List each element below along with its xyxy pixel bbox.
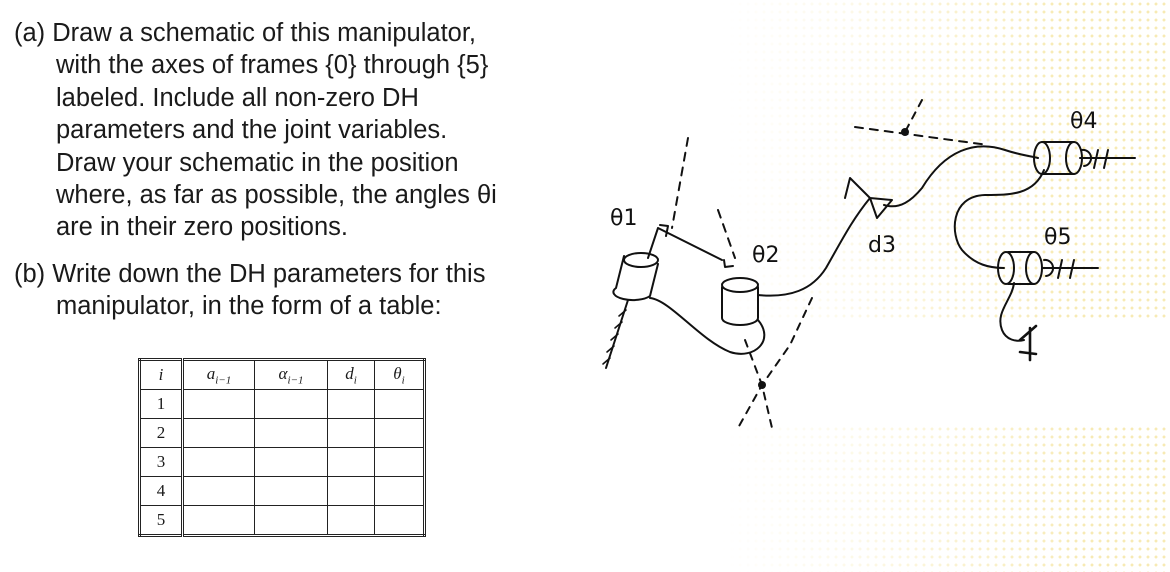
cell-alpha[interactable]: [254, 389, 328, 419]
header-i: i: [139, 359, 184, 390]
header-alpha: αi−1: [254, 359, 328, 390]
cell-d[interactable]: [327, 476, 375, 506]
gripper: [1018, 324, 1038, 362]
joint5-rotation-arc: [1043, 258, 1055, 277]
joint5-axis-ticks: [1041, 259, 1099, 279]
question-a-line: are in their zero positions.: [56, 213, 348, 242]
question-a-line: with the axes of frames {0} through {5}: [56, 51, 489, 80]
cell-theta[interactable]: [374, 389, 425, 419]
cell-alpha[interactable]: [254, 505, 328, 536]
cell-theta[interactable]: [374, 418, 425, 448]
theta4-label: θ4: [1070, 109, 1097, 134]
question-a-line: parameters and the joint variables.: [56, 116, 448, 145]
joint2-right-angle: [723, 259, 734, 268]
question-part-b: (b) Write down the DH parameters for thi…: [14, 258, 485, 323]
joint2-cylinder-top: [721, 277, 759, 293]
joint4-axis-ticks: [1079, 149, 1136, 169]
cell-alpha[interactable]: [254, 418, 328, 448]
manipulator-diagram: θ1 θ2 d3 θ4 θ5: [602, 99, 1136, 429]
joint4-cylinder: [1041, 141, 1075, 175]
question-b-line: (b) Write down the DH parameters for thi…: [14, 260, 486, 288]
joint4-rotation-arc: [1081, 148, 1093, 167]
cell-alpha[interactable]: [254, 447, 328, 477]
prismatic-axis-lower: [737, 297, 813, 429]
table-row: 3: [139, 447, 425, 477]
theta1-label: θ1: [610, 206, 637, 231]
question-a-line: (a) Draw a schematic of this manipulator…: [14, 19, 477, 47]
table-row: 5: [139, 505, 425, 536]
row-index: 5: [139, 505, 184, 536]
cell-d[interactable]: [327, 418, 375, 448]
table-row: 4: [139, 476, 425, 506]
link-1: [649, 297, 766, 355]
row-index: 2: [139, 418, 184, 448]
cell-d[interactable]: [327, 447, 375, 477]
prismatic-axis-top: [904, 99, 923, 133]
row-index: 3: [139, 447, 184, 477]
cell-a[interactable]: [182, 476, 255, 506]
joint5-cylinder-face: [997, 251, 1015, 285]
dh-table-header-row: i ai−1 αi−1 di θi: [139, 359, 425, 390]
joint2-origin-dot: [758, 381, 766, 389]
question-a-line: Draw your schematic in the position: [56, 148, 459, 177]
joint1-cylinder: [612, 255, 659, 302]
end-effector: [999, 282, 1025, 342]
header-d: di: [327, 359, 375, 390]
cell-a[interactable]: [182, 389, 255, 419]
question-a-line: where, as far as possible, the angles θi: [56, 180, 497, 209]
cell-theta[interactable]: [374, 447, 425, 477]
theta2-label: θ2: [752, 243, 779, 268]
joint1-axis: [671, 137, 689, 229]
question-b-line: manipulator, in the form of a table:: [56, 292, 442, 321]
row-index: 4: [139, 476, 184, 506]
joint1-cylinder-top: [623, 252, 659, 268]
table-row: 1: [139, 389, 425, 419]
cell-a[interactable]: [182, 505, 255, 536]
row-index: 1: [139, 389, 184, 419]
d3-label: d3: [868, 233, 896, 258]
link-3: [883, 145, 1039, 208]
cell-d[interactable]: [327, 505, 375, 536]
prismatic-axis-horizontal: [854, 126, 989, 146]
theta5-label: θ5: [1044, 225, 1071, 250]
table-row: 2: [139, 418, 425, 448]
cell-theta[interactable]: [374, 505, 425, 536]
cell-a[interactable]: [182, 447, 255, 477]
header-theta: θi: [374, 359, 425, 390]
cell-alpha[interactable]: [254, 476, 328, 506]
prismatic-joint: [844, 177, 893, 219]
joint5-cylinder-end: [1025, 251, 1043, 285]
joint1-right-angle: [647, 224, 723, 261]
ground-hatch: [602, 309, 627, 365]
cell-d[interactable]: [327, 389, 375, 419]
cell-theta[interactable]: [374, 476, 425, 506]
joint5-cylinder: [1007, 251, 1035, 285]
cell-a[interactable]: [182, 418, 255, 448]
header-a: ai−1: [182, 359, 255, 390]
joint2-axis: [717, 209, 736, 259]
question-a-line: labeled. Include all non-zero DH: [56, 83, 419, 112]
dh-parameter-table: i ai−1 αi−1 di θi 1 2 3 4 5: [138, 358, 426, 537]
background-dot-pattern-bottom: [720, 425, 1170, 572]
question-part-a: (a) Draw a schematic of this manipulator…: [14, 17, 497, 244]
link-4: [953, 169, 1045, 269]
prismatic-origin-dot: [901, 128, 909, 136]
link-2: [757, 197, 871, 297]
